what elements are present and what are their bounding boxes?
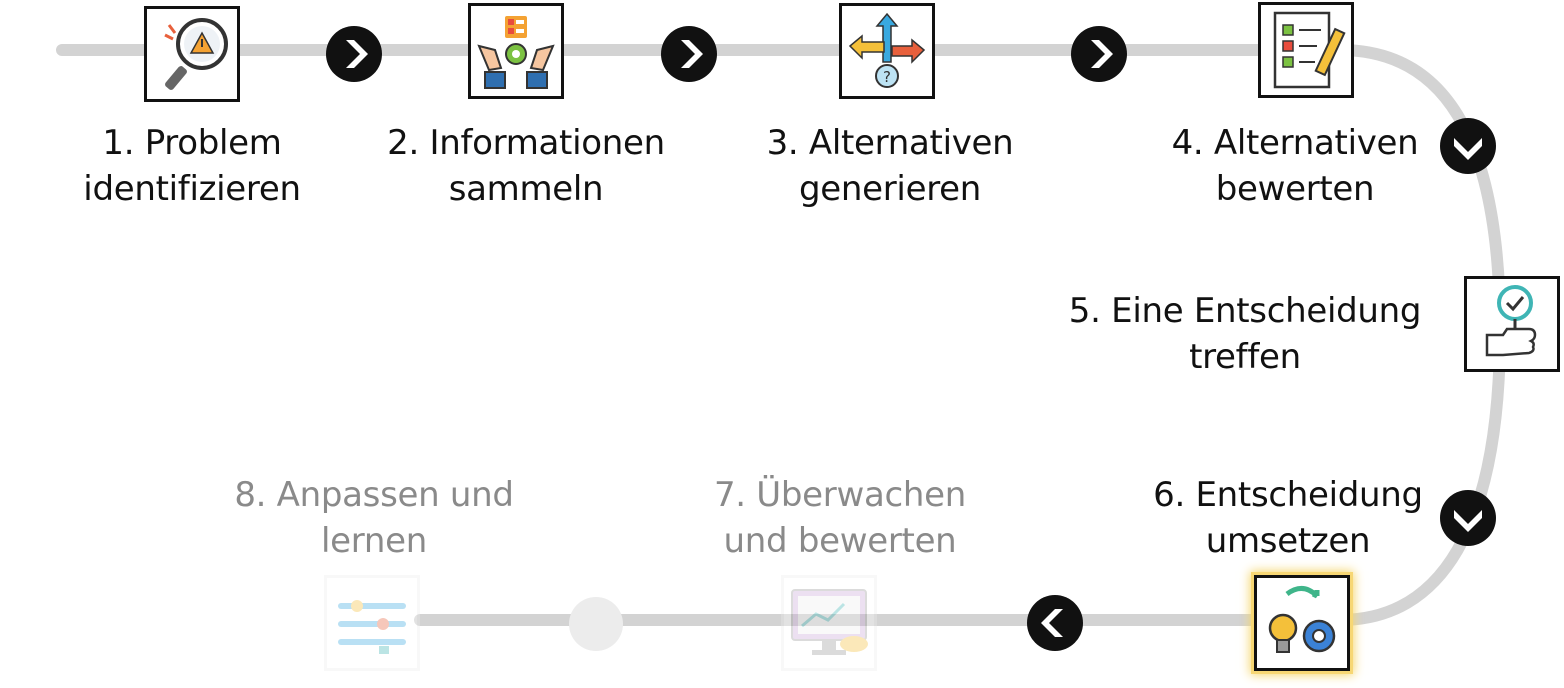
chevron-down-icon: [1454, 138, 1482, 160]
step-4-icon[interactable]: [1258, 2, 1354, 98]
previous-arrow-button[interactable]: [1027, 595, 1083, 651]
chevron-right-icon: [346, 40, 368, 68]
checklist-pencil-icon: [1273, 11, 1346, 89]
step-5-icon[interactable]: [1464, 276, 1560, 372]
step-7-icon[interactable]: [781, 575, 877, 671]
step-1-icon[interactable]: [144, 6, 240, 102]
svg-text:?: ?: [883, 68, 891, 86]
chevron-right-icon: [681, 40, 703, 68]
hands-gear-data-icon: [477, 16, 555, 89]
upcoming-node: [569, 597, 623, 651]
step-2-icon[interactable]: [468, 3, 564, 99]
next-arrow-button[interactable]: [661, 26, 717, 82]
magnifier-warning-icon: [164, 18, 228, 90]
bulb-gear-icon: [1268, 586, 1336, 653]
next-arrow-button[interactable]: [1071, 26, 1127, 82]
monitor-chart-eye-icon: [791, 589, 868, 655]
next-arrow-button[interactable]: [326, 26, 382, 82]
step-8-icon[interactable]: [324, 575, 420, 671]
next-arrow-button[interactable]: [1440, 490, 1496, 546]
next-arrow-button[interactable]: [1440, 118, 1496, 174]
hand-check-icon: [1485, 285, 1537, 357]
chevron-left-icon: [1041, 609, 1063, 637]
sliders-hand-icon: [338, 600, 406, 654]
crossroads-arrows-icon: ?: [848, 12, 926, 88]
chevron-right-icon: [1091, 40, 1113, 68]
step-3-icon[interactable]: ?: [839, 3, 935, 99]
chevron-down-icon: [1454, 510, 1482, 532]
step-6-icon[interactable]: [1254, 575, 1350, 671]
